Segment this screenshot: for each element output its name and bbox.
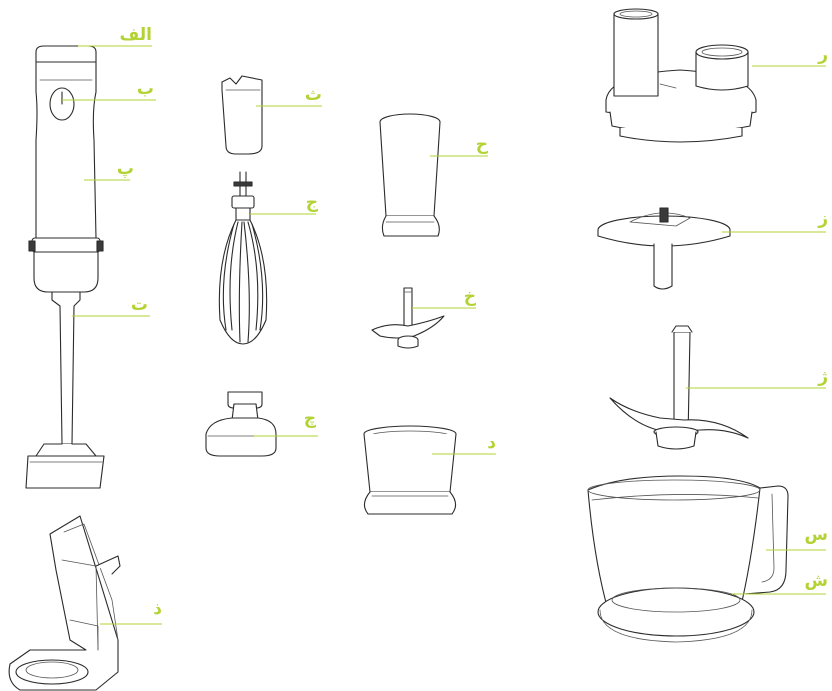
label-d: د bbox=[487, 433, 496, 453]
label-t: ت bbox=[131, 295, 148, 315]
label-s: س bbox=[805, 525, 828, 545]
label-ch: چ bbox=[304, 409, 317, 429]
label-sh-cap: ث bbox=[305, 85, 322, 105]
label-p: پ bbox=[117, 159, 134, 179]
blender-shaft-icon bbox=[26, 292, 104, 488]
label-sh: ش bbox=[805, 571, 828, 591]
food-processor-lid-icon bbox=[606, 9, 756, 142]
small-chopper-bowl-icon bbox=[364, 426, 456, 514]
label-h: ح bbox=[476, 135, 489, 155]
label-z: ز bbox=[817, 209, 828, 229]
wall-stand-icon bbox=[9, 516, 120, 690]
label-b: ب bbox=[137, 79, 154, 99]
measuring-cup-cap-icon bbox=[222, 76, 262, 154]
label-r: ر bbox=[817, 45, 828, 65]
label-z-stand: ذ bbox=[153, 599, 162, 619]
label-j: ج bbox=[306, 193, 319, 213]
label-a: الف bbox=[120, 25, 152, 45]
anti-slip-base-icon bbox=[598, 588, 754, 642]
tall-beaker-icon bbox=[380, 114, 440, 236]
label-zh: ژ bbox=[817, 367, 828, 387]
whisk-adapter-icon bbox=[206, 392, 276, 456]
label-kh: خ bbox=[464, 287, 477, 307]
slicing-disc-icon bbox=[598, 208, 730, 289]
hand-blender-motor-unit-icon bbox=[29, 46, 103, 292]
small-blade-icon bbox=[372, 288, 444, 348]
whisk-icon bbox=[219, 172, 266, 344]
